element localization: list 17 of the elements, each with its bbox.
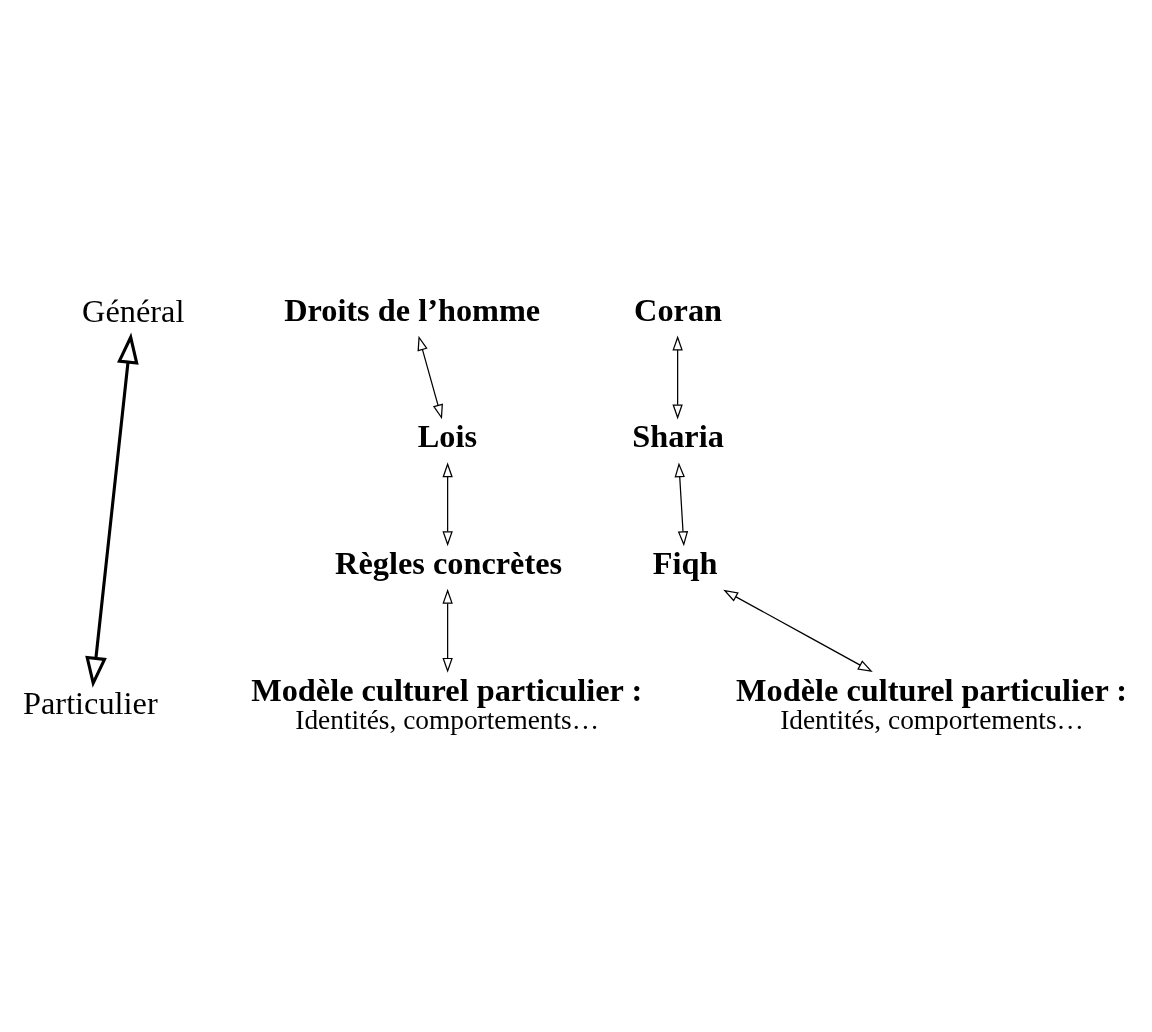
arrow xyxy=(417,335,443,420)
node-text: Général xyxy=(82,292,185,329)
node-text: Sharia xyxy=(632,418,724,455)
arrow xyxy=(674,462,689,547)
node-text: Lois xyxy=(417,418,478,455)
arrow xyxy=(672,335,683,420)
node-text: Fiqh xyxy=(652,545,718,582)
node-text: Droits de l’homme xyxy=(284,291,541,328)
arrow xyxy=(723,589,873,673)
node-text: Particulier xyxy=(23,685,158,722)
arrow xyxy=(442,588,453,673)
node-text: Coran xyxy=(634,291,723,328)
node-text: Règles concrètes xyxy=(335,545,563,582)
arrow xyxy=(85,332,139,688)
node-text: Modèle culturel particulier : Identités, comportements… xyxy=(251,671,643,736)
node-text: Modèle culturel particulier : Identités, comportements… xyxy=(736,671,1128,736)
arrow xyxy=(442,462,453,547)
